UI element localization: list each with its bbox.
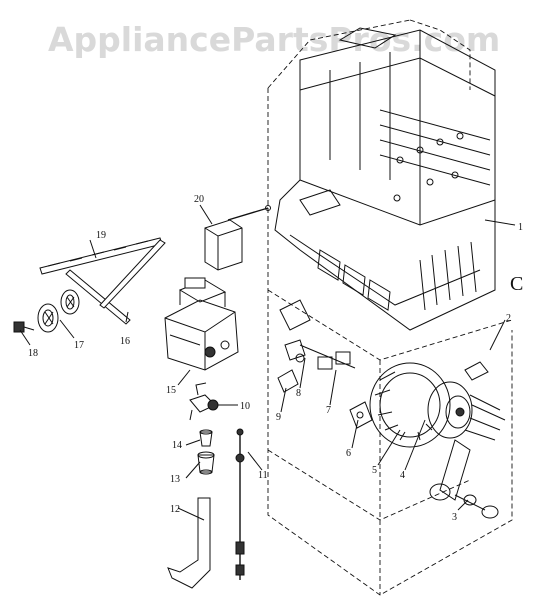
section-label: C [510, 273, 523, 295]
part-label-3: 3 [452, 512, 457, 523]
leader-lines [19, 204, 516, 521]
part-label-19: 19 [96, 230, 106, 241]
part-labels: 1 2 3 4 5 6 7 8 9 10 11 12 13 14 15 16 1… [28, 194, 523, 523]
part-label-10: 10 [240, 401, 250, 412]
part-label-6: 6 [346, 448, 351, 459]
motor-mount [429, 439, 499, 519]
flame-sensor [235, 428, 245, 580]
part-label-11: 11 [258, 470, 268, 481]
heat-exchanger [274, 27, 496, 331]
part-label-2: 2 [506, 313, 511, 324]
part-label-18: 18 [28, 348, 38, 359]
watermark-text: AppliancePartsPros.com [48, 20, 501, 59]
orifice-nut [13, 321, 35, 333]
part-label-13: 13 [170, 474, 180, 485]
part-label-12: 12 [170, 504, 180, 515]
igniter-box [204, 205, 271, 271]
gas-valve [164, 277, 239, 371]
part-label-20: 20 [194, 194, 204, 205]
furnace-cabinet [267, 19, 513, 596]
part-label-8: 8 [296, 388, 301, 399]
part-label-5: 5 [372, 465, 377, 476]
burner-bracket [39, 237, 166, 325]
pilot-burner [197, 451, 215, 475]
part-label-14: 14 [172, 440, 182, 451]
part-label-9: 9 [276, 412, 281, 423]
pilot-fitting [189, 382, 219, 421]
burner-orifices [37, 289, 80, 333]
part-label-1: 1 [518, 222, 523, 233]
part-label-17: 17 [74, 340, 84, 351]
part-label-16: 16 [120, 336, 130, 347]
pilot-hood [199, 429, 213, 447]
blower-assembly [369, 361, 506, 448]
part-label-4: 4 [400, 470, 405, 481]
limit-switch [349, 401, 373, 429]
part-label-7: 7 [326, 405, 331, 416]
pilot-tube [167, 497, 211, 589]
part-label-15: 15 [166, 385, 176, 396]
burner-controls [277, 299, 356, 393]
